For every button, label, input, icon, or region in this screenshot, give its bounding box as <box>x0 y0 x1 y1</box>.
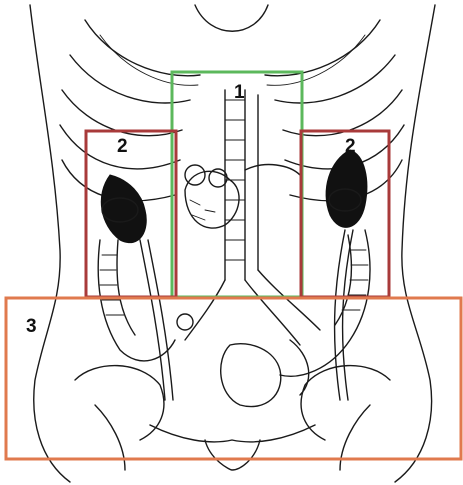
kidneys <box>101 150 367 243</box>
pelvis <box>75 366 390 470</box>
zone-2-right-label: 2 <box>345 136 356 157</box>
zone-3-label: 3 <box>26 316 37 337</box>
zone-3-box <box>6 298 461 459</box>
pelvic-organs <box>177 314 309 407</box>
left-kidney <box>101 175 146 243</box>
pancreas-region <box>185 165 300 229</box>
colon <box>98 230 370 376</box>
zone-2-left-label: 2 <box>117 136 128 157</box>
zone-1-label: 1 <box>234 82 245 103</box>
